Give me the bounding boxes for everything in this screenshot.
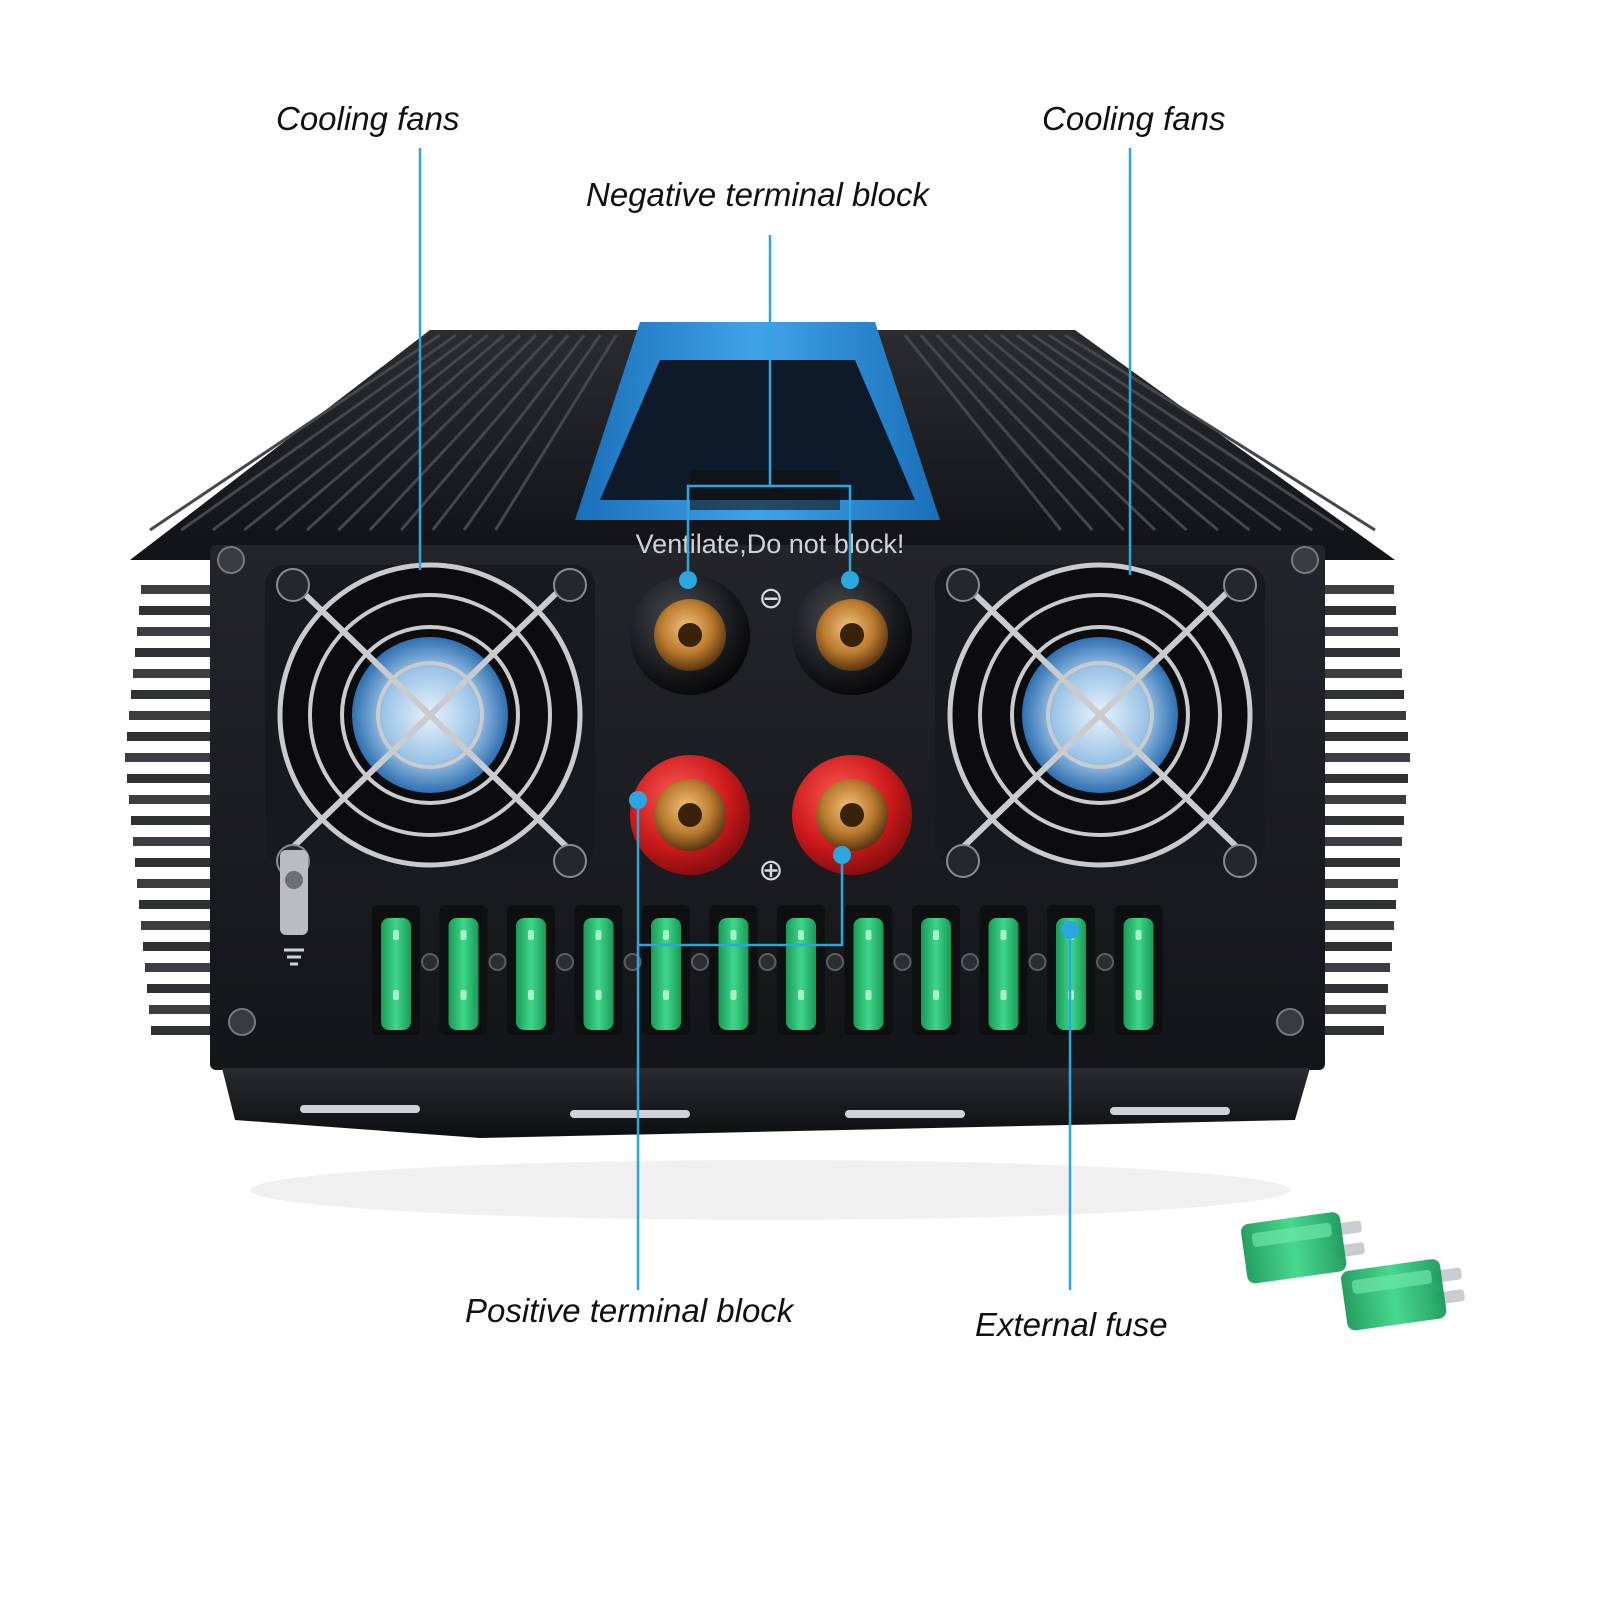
callout-cooling-fans-right: Cooling fans — [1042, 100, 1226, 137]
callout-external-fuse: External fuse — [975, 1306, 1168, 1343]
callout-positive-terminal: Positive terminal block — [465, 1292, 794, 1329]
leader-lines — [418, 148, 1132, 1290]
left-heatsink-fins — [125, 585, 210, 1035]
positive-terminal-right — [792, 755, 912, 875]
vent-warning-label: Ventilate,Do not block! — [636, 529, 905, 559]
fuse — [372, 905, 439, 1035]
cooling-fan-right — [935, 562, 1265, 878]
fuse — [574, 905, 642, 1035]
cooling-fan-left — [265, 562, 595, 878]
top-housing — [130, 322, 1395, 560]
spare-fuse-2 — [1341, 1259, 1465, 1331]
leader-dots — [629, 571, 1079, 939]
fuse — [979, 905, 1047, 1035]
positive-symbol: ⊕ — [758, 853, 783, 888]
fuse — [439, 905, 507, 1035]
right-heatsink-fins — [1325, 585, 1410, 1035]
leader-negative-right — [770, 484, 852, 580]
negative-terminal-right — [792, 575, 912, 695]
negative-terminal-left — [630, 575, 750, 695]
base-plate — [222, 1068, 1310, 1220]
positive-terminal-left — [630, 755, 750, 875]
fuse — [912, 905, 979, 1035]
fuse — [844, 905, 912, 1035]
negative-symbol: ⊖ — [758, 581, 783, 616]
fuse — [1114, 905, 1163, 1035]
fuse — [507, 905, 574, 1035]
leader-positive-right — [638, 855, 844, 947]
callout-negative-terminal: Negative terminal block — [586, 176, 929, 213]
leader-negative-left — [686, 235, 772, 580]
ground-lug — [280, 850, 308, 966]
callout-cooling-fans-left: Cooling fans — [276, 100, 460, 137]
spare-fuse-1 — [1241, 1212, 1365, 1284]
